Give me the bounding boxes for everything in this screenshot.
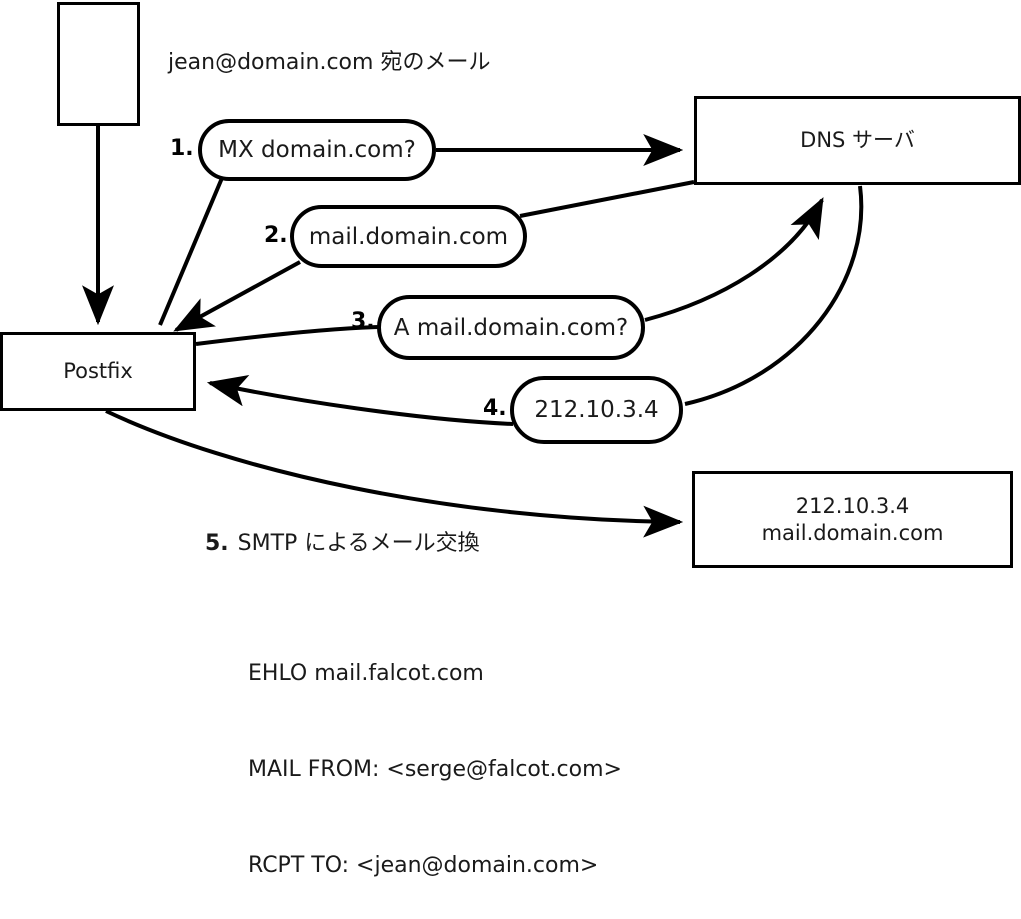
transcript-line: RCPT TO: <jean@domain.com> [248, 853, 599, 878]
step-5-text: SMTP によるメール交換 [237, 531, 480, 556]
remote-mail-server-hostname: mail.domain.com [761, 520, 944, 545]
wire-step2-bubble-to-postfix [173, 260, 301, 332]
step-number-3: 3. [351, 309, 375, 334]
wire-step3-bubble-to-dns [644, 197, 824, 322]
bubble-step-3[interactable]: A mail.domain.com? [377, 295, 645, 360]
step-number-2: 2. [264, 223, 288, 248]
wire-step2-dns-to-bubble [519, 180, 695, 218]
bubble-step-4[interactable]: 212.10.3.4 [510, 376, 683, 444]
step-number-1: 1. [170, 136, 194, 161]
mail-caption: jean@domain.com 宛のメール [168, 50, 491, 75]
node-remote-mail-server[interactable]: 212.10.3.4 mail.domain.com [692, 471, 1013, 568]
wire-step1-postfix-to-bubble [158, 177, 224, 326]
bubble-step-1[interactable]: MX domain.com? [198, 119, 436, 181]
step-number-5: 5. [205, 531, 229, 556]
node-mail-client[interactable] [57, 2, 140, 126]
step-number-4: 4. [483, 396, 507, 421]
step-5-smtp-label: 5. SMTP によるメール交換 [205, 525, 480, 557]
transcript-line: MAIL FROM: <serge@falcot.com> [248, 757, 622, 782]
wire-step4-dns-to-bubble [684, 185, 864, 406]
smtp-transcript: EHLO mail.falcot.com MAIL FROM: <serge@f… [248, 594, 622, 919]
postfix-label: Postfix [63, 359, 133, 384]
transcript-line: EHLO mail.falcot.com [248, 661, 484, 686]
wire-step4-bubble-to-postfix [206, 374, 514, 426]
node-postfix[interactable]: Postfix [0, 332, 196, 411]
remote-mail-server-ip: 212.10.3.4 [795, 493, 910, 518]
dns-server-label: DNS サーバ [800, 128, 915, 153]
bubble-step-2[interactable]: mail.domain.com [290, 205, 527, 268]
node-dns-server[interactable]: DNS サーバ [694, 96, 1021, 185]
